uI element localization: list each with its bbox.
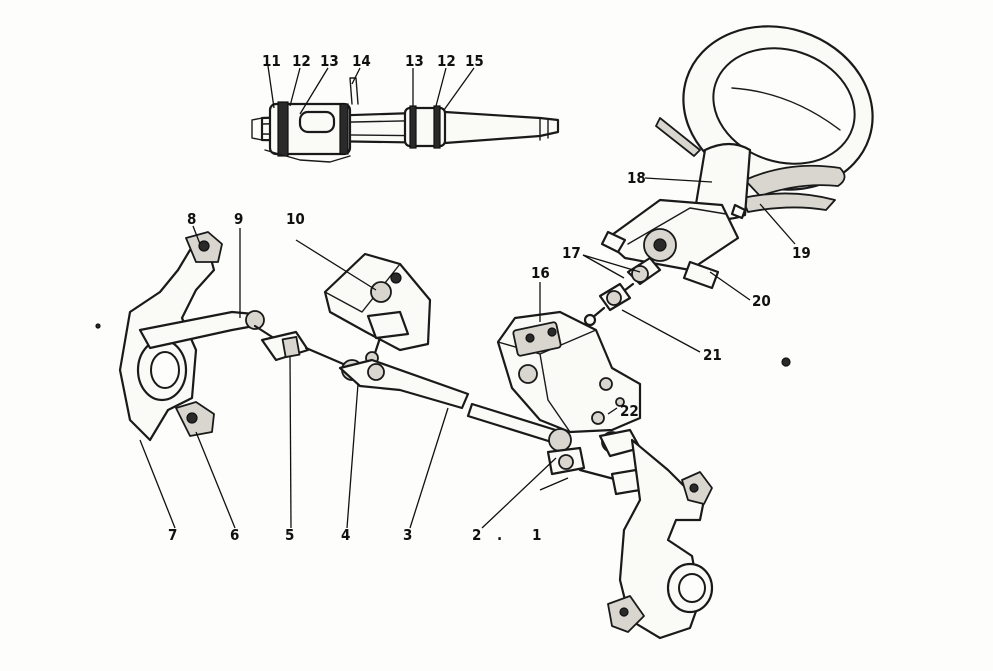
steering-column — [600, 142, 752, 290]
label-part-1: 1 — [532, 526, 541, 544]
steering-wheel — [655, 25, 874, 213]
center-link — [338, 358, 564, 446]
label-part-3: 3 — [403, 526, 412, 544]
steering-gearbox — [496, 310, 642, 434]
label-part-11: 11 — [262, 52, 281, 70]
label-part-12-right: 12 — [437, 52, 456, 70]
upper-shaft-assembly — [251, 77, 560, 163]
speck — [781, 357, 791, 367]
left-steering-knuckle — [118, 231, 265, 442]
label-part-13-right: 13 — [405, 52, 424, 70]
label-part-17: 17 — [562, 244, 581, 262]
leader-lines — [139, 65, 796, 529]
label-dot: . — [497, 526, 502, 544]
speck — [95, 323, 101, 329]
label-part-4: 4 — [341, 526, 350, 544]
label-part-2: 2 — [472, 526, 481, 544]
label-part-9: 9 — [234, 210, 243, 228]
label-part-14: 14 — [352, 52, 371, 70]
idler-arm-bracket — [323, 252, 432, 365]
label-part-8: 8 — [187, 210, 196, 228]
label-part-16: 16 — [531, 264, 550, 282]
label-part-21: 21 — [703, 346, 722, 364]
label-part-12-left: 12 — [292, 52, 311, 70]
right-steering-knuckle — [607, 438, 714, 640]
label-part-15: 15 — [465, 52, 484, 70]
part-labels: 1 2 . 3 4 5 6 7 8 9 10 11 12 13 14 13 12… — [168, 52, 811, 544]
right-tie-rod — [546, 428, 642, 496]
label-part-22: 22 — [620, 402, 639, 420]
label-part-10: 10 — [286, 210, 305, 228]
label-part-19: 19 — [792, 244, 811, 262]
intermediate-shaft — [583, 256, 662, 327]
label-part-18: 18 — [627, 169, 646, 187]
label-part-20: 20 — [752, 292, 771, 310]
label-part-6: 6 — [230, 526, 239, 544]
label-part-13-left: 13 — [320, 52, 339, 70]
label-part-5: 5 — [285, 526, 294, 544]
label-part-7: 7 — [168, 526, 177, 544]
